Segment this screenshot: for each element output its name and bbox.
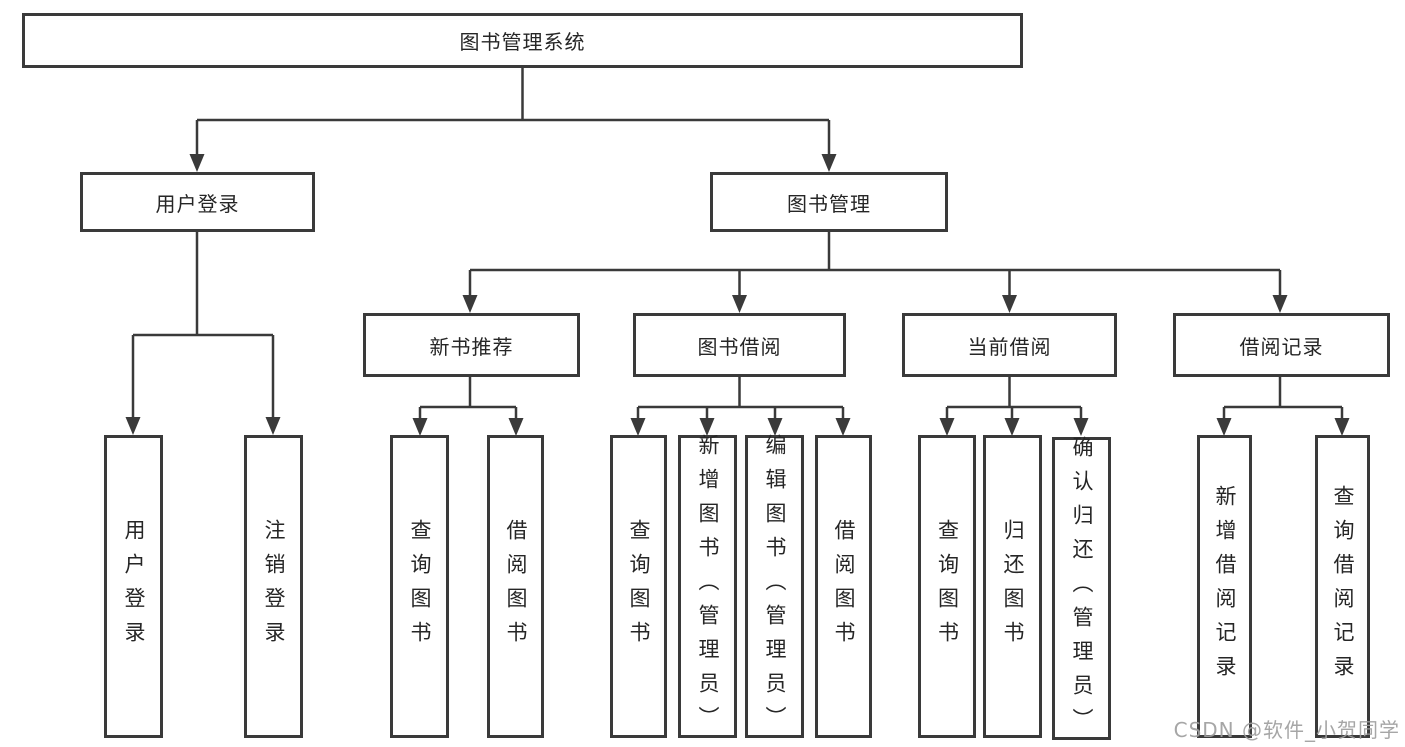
node-label: 图书借阅 — [697, 334, 782, 359]
arrow-icon — [732, 295, 747, 313]
arrow-icon — [1216, 418, 1232, 436]
node-label: 图书管理系统 — [459, 30, 586, 54]
arrow-icon — [630, 418, 646, 436]
leaf-add-borrow-record: 新增借阅记录 — [1197, 435, 1252, 738]
node-label: 当前借阅 — [967, 334, 1052, 359]
leaf-query-borrow-record: 查询借阅记录 — [1315, 435, 1370, 738]
node-label: 新书推荐 — [429, 334, 514, 359]
leaf-query-books-recommend: 查询图书 — [390, 435, 449, 738]
leaf-user-login: 用户登录 — [104, 435, 163, 738]
watermark: CSDN @软件_小贺同学 — [1173, 718, 1400, 742]
arrow-icon — [1272, 295, 1288, 313]
node-label: 图书管理 — [787, 191, 871, 216]
node-label: 借阅记录 — [1239, 334, 1324, 359]
node-label: 注销登录 — [262, 518, 286, 655]
node-label: 查询图书 — [935, 518, 960, 655]
arrow-icon — [699, 418, 715, 436]
arrow-icon — [1002, 295, 1017, 313]
node-book-borrowing: 图书借阅 — [633, 313, 846, 377]
connector-lines — [131, 68, 1344, 432]
node-label: 编辑图书（管理员） — [763, 433, 787, 740]
leaf-confirm-return-admin: 确认归还（管理员） — [1052, 435, 1111, 742]
node-label: 借阅图书 — [504, 518, 528, 655]
arrow-icon — [821, 154, 837, 172]
node-label: 归还图书 — [1001, 518, 1025, 655]
node-label: 确认归还（管理员） — [1070, 435, 1094, 742]
node-label: 查询图书 — [627, 518, 651, 655]
arrow-icon — [1334, 418, 1350, 436]
leaf-query-books-borrowing: 查询图书 — [610, 435, 667, 738]
node-label: 用户登录 — [155, 191, 240, 216]
node-user-login-branch: 用户登录 — [80, 172, 315, 232]
node-label: 查询借阅记录 — [1331, 484, 1355, 689]
node-borrowing-records: 借阅记录 — [1173, 313, 1390, 377]
leaf-edit-books-admin: 编辑图书（管理员） — [745, 433, 804, 740]
leaf-borrow-books: 借阅图书 — [815, 435, 872, 738]
arrow-icon — [939, 418, 955, 436]
arrow-icon — [1073, 418, 1089, 436]
node-label: 查询图书 — [408, 518, 432, 655]
arrow-icon — [265, 417, 281, 435]
leaf-borrow-books-recommend: 借阅图书 — [487, 435, 544, 738]
leaf-query-books-current: 查询图书 — [918, 435, 976, 738]
node-label: 新增图书（管理员） — [696, 433, 720, 740]
leaf-logout: 注销登录 — [244, 435, 303, 738]
arrow-icon — [835, 418, 851, 436]
leaf-return-books: 归还图书 — [983, 435, 1042, 738]
node-current-borrowing: 当前借阅 — [902, 313, 1117, 377]
arrowheads — [125, 154, 1350, 436]
arrow-icon — [412, 418, 428, 436]
arrow-icon — [462, 295, 478, 313]
node-label: 用户登录 — [122, 518, 146, 655]
node-root-system: 图书管理系统 — [22, 13, 1023, 68]
node-book-management-branch: 图书管理 — [710, 172, 948, 232]
arrow-icon — [767, 418, 783, 436]
node-new-book-recommend: 新书推荐 — [363, 313, 580, 377]
arrow-icon — [1004, 418, 1020, 436]
node-label: 新增借阅记录 — [1213, 484, 1237, 689]
arrow-icon — [508, 418, 524, 436]
node-label: 借阅图书 — [832, 518, 856, 655]
arrow-icon — [125, 417, 141, 435]
leaf-add-books-admin: 新增图书（管理员） — [678, 433, 737, 740]
arrow-icon — [189, 154, 205, 172]
